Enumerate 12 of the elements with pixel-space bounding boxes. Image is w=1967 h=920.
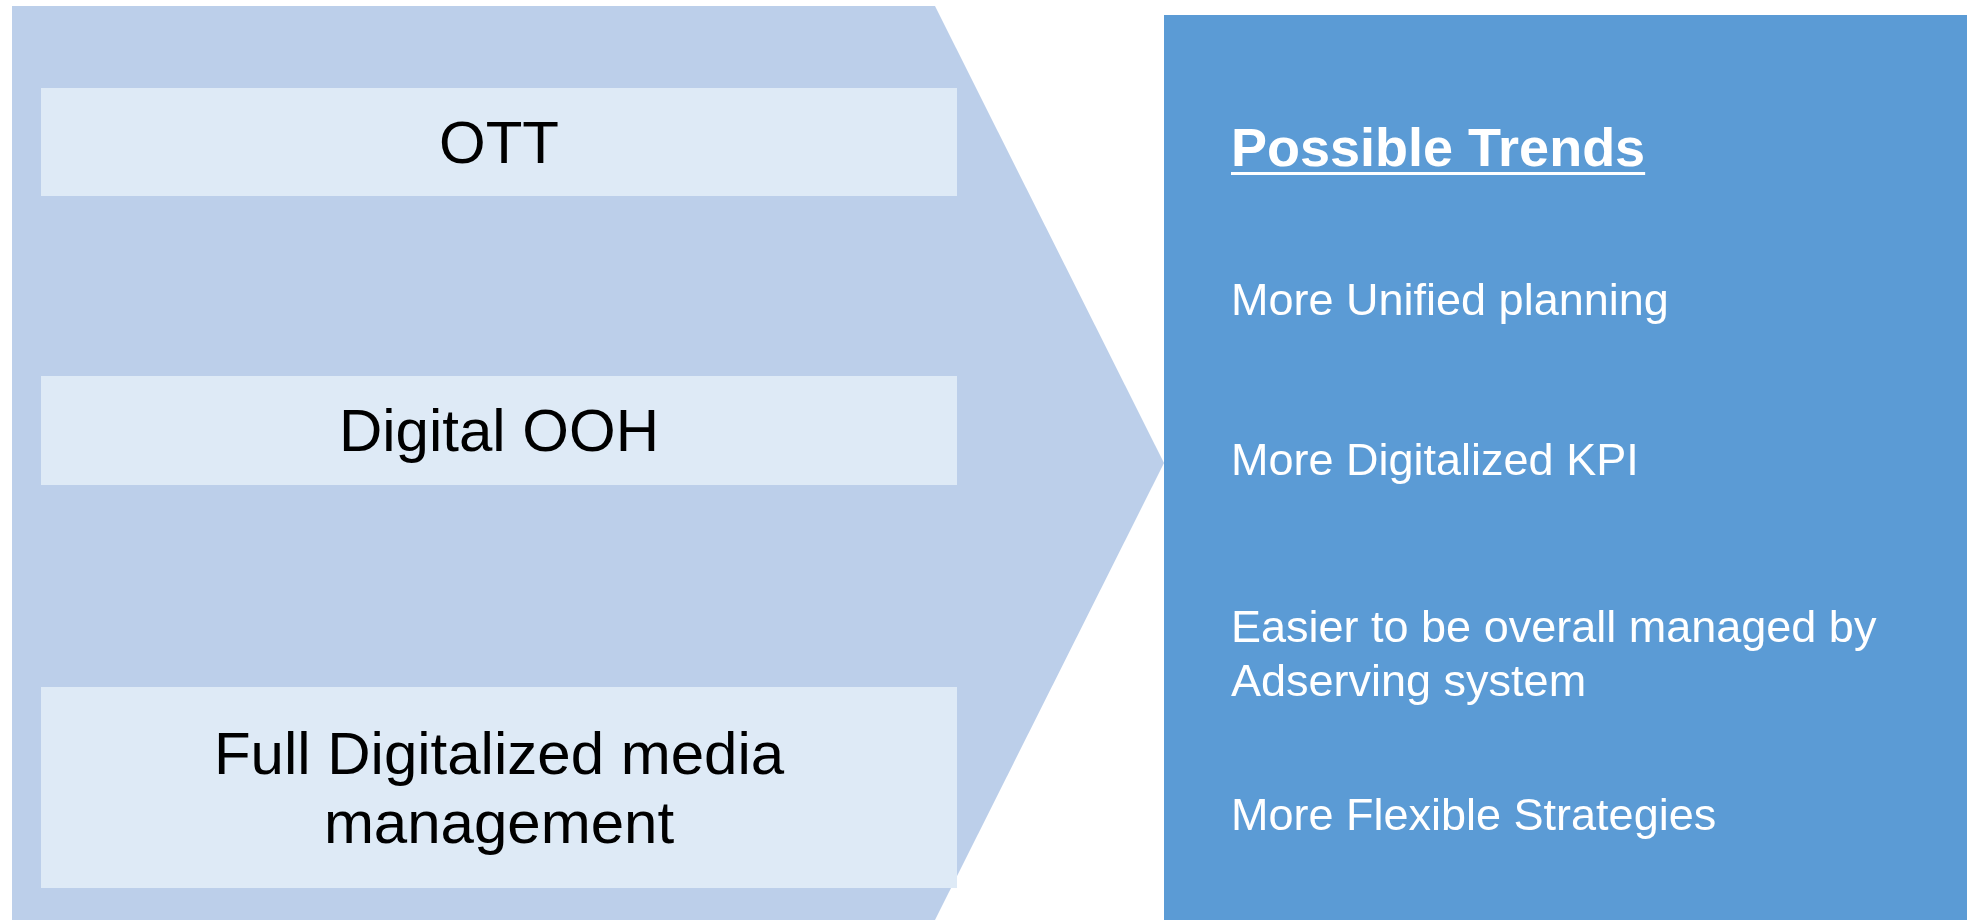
media-box <box>41 88 957 196</box>
media-box <box>41 687 957 888</box>
trend-item: More Unified planning <box>1231 273 1670 327</box>
trend-item: More Digitalized KPI <box>1231 433 1640 487</box>
media-box <box>41 376 957 485</box>
box-label: OTT <box>439 107 559 177</box>
panel-heading: Possible Trends <box>1231 116 1647 179</box>
box-label: Full Digitalized media management <box>212 718 786 857</box>
trend-item: Easier to be overall managed by Adserving system <box>1231 600 1878 708</box>
box-label: Digital OOH <box>338 396 660 465</box>
trend-item: More Flexible Strategies <box>1231 788 1718 842</box>
trends-panel <box>1164 15 1967 920</box>
